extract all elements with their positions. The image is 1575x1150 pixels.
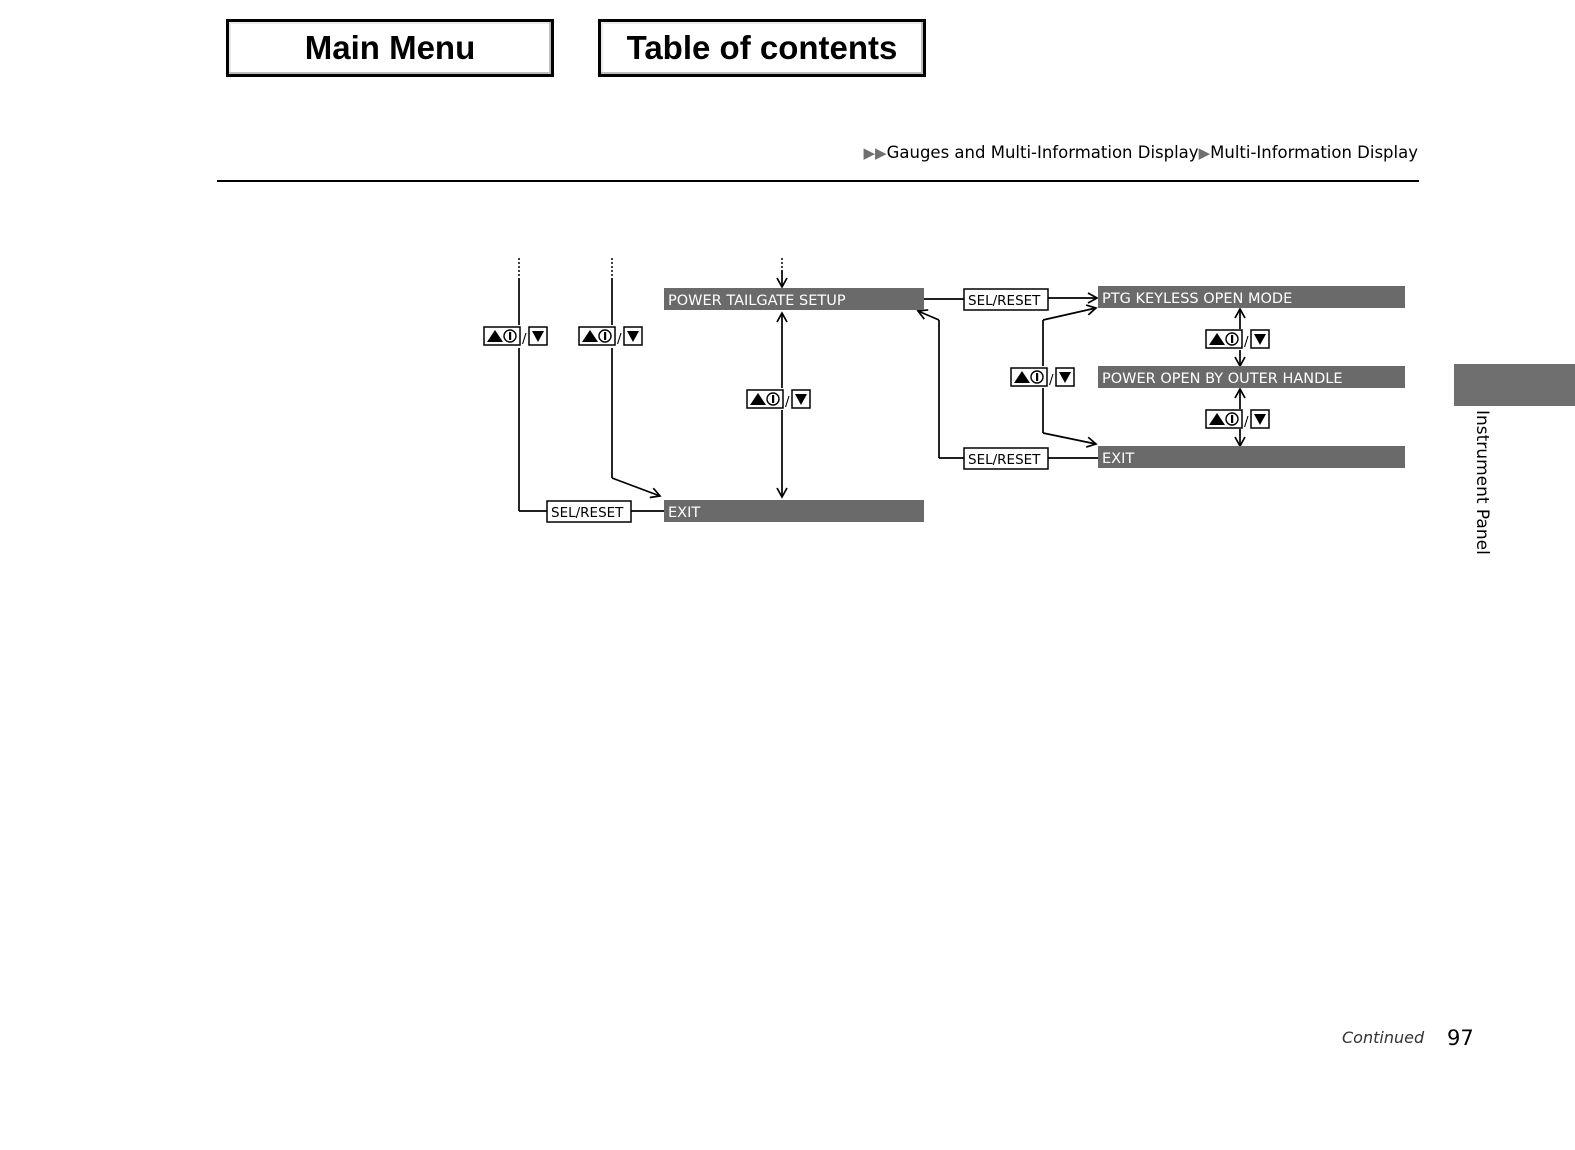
breadcrumb-arrows-icon: ▶▶ [863,144,887,162]
up-down-buttons-icon: / [1010,367,1075,388]
svg-text:POWER OPEN BY OUTER HANDLE: POWER OPEN BY OUTER HANDLE [1102,371,1343,387]
header-rule [217,180,1419,182]
continued-label: Continued [1342,1028,1425,1047]
svg-text:SEL/RESET: SEL/RESET [968,293,1041,309]
svg-text:SEL/RESET: SEL/RESET [551,505,624,521]
table-of-contents-button[interactable]: Table of contents [598,19,926,77]
main-menu-button[interactable]: Main Menu [226,19,554,77]
svg-text:/: / [1049,372,1054,388]
breadcrumb-page[interactable]: Multi-Information Display [1210,143,1418,162]
svg-text:SEL/RESET: SEL/RESET [968,452,1041,468]
section-tab [1454,364,1575,406]
up-down-buttons-icon: / [578,326,643,347]
svg-text:POWER TAILGATE SETUP: POWER TAILGATE SETUP [668,293,846,309]
menu-item-power-open-by-outer-handle: POWER OPEN BY OUTER HANDLE [1098,366,1405,388]
sel-reset-button-left: SEL/RESET [546,500,632,523]
menu-item-exit-right: EXIT [1098,446,1405,468]
svg-text:/: / [617,331,622,347]
menu-item-exit-left: EXIT [664,500,924,522]
svg-text:PTG KEYLESS OPEN MODE: PTG KEYLESS OPEN MODE [1102,291,1292,307]
page-number: 97 [1447,1026,1474,1050]
connector-lines [518,258,1246,512]
svg-text:/: / [522,331,527,347]
svg-text:EXIT: EXIT [1102,451,1134,467]
breadcrumb-separator-icon: ▶ [1198,144,1211,162]
up-down-buttons-icon: / [746,389,811,410]
svg-text:/: / [1244,414,1249,430]
section-tab-label: Instrument Panel [1472,410,1492,555]
up-down-buttons-icon: / [1205,329,1270,350]
sel-reset-button-bottom: SEL/RESET [963,447,1049,470]
sel-reset-button-top: SEL/RESET [963,288,1049,311]
breadcrumb-section[interactable]: Gauges and Multi-Information Display [886,143,1199,162]
up-down-buttons-icon: / [483,326,548,347]
breadcrumb: ▶▶Gauges and Multi-Information Display▶M… [864,143,1418,162]
svg-text:EXIT: EXIT [668,505,700,521]
up-down-buttons-icon: / [1205,409,1270,430]
menu-item-power-tailgate-setup: POWER TAILGATE SETUP [664,288,924,310]
svg-text:/: / [1244,334,1249,350]
svg-text:/: / [785,394,790,410]
menu-item-ptg-keyless-open-mode: PTG KEYLESS OPEN MODE [1098,286,1405,308]
